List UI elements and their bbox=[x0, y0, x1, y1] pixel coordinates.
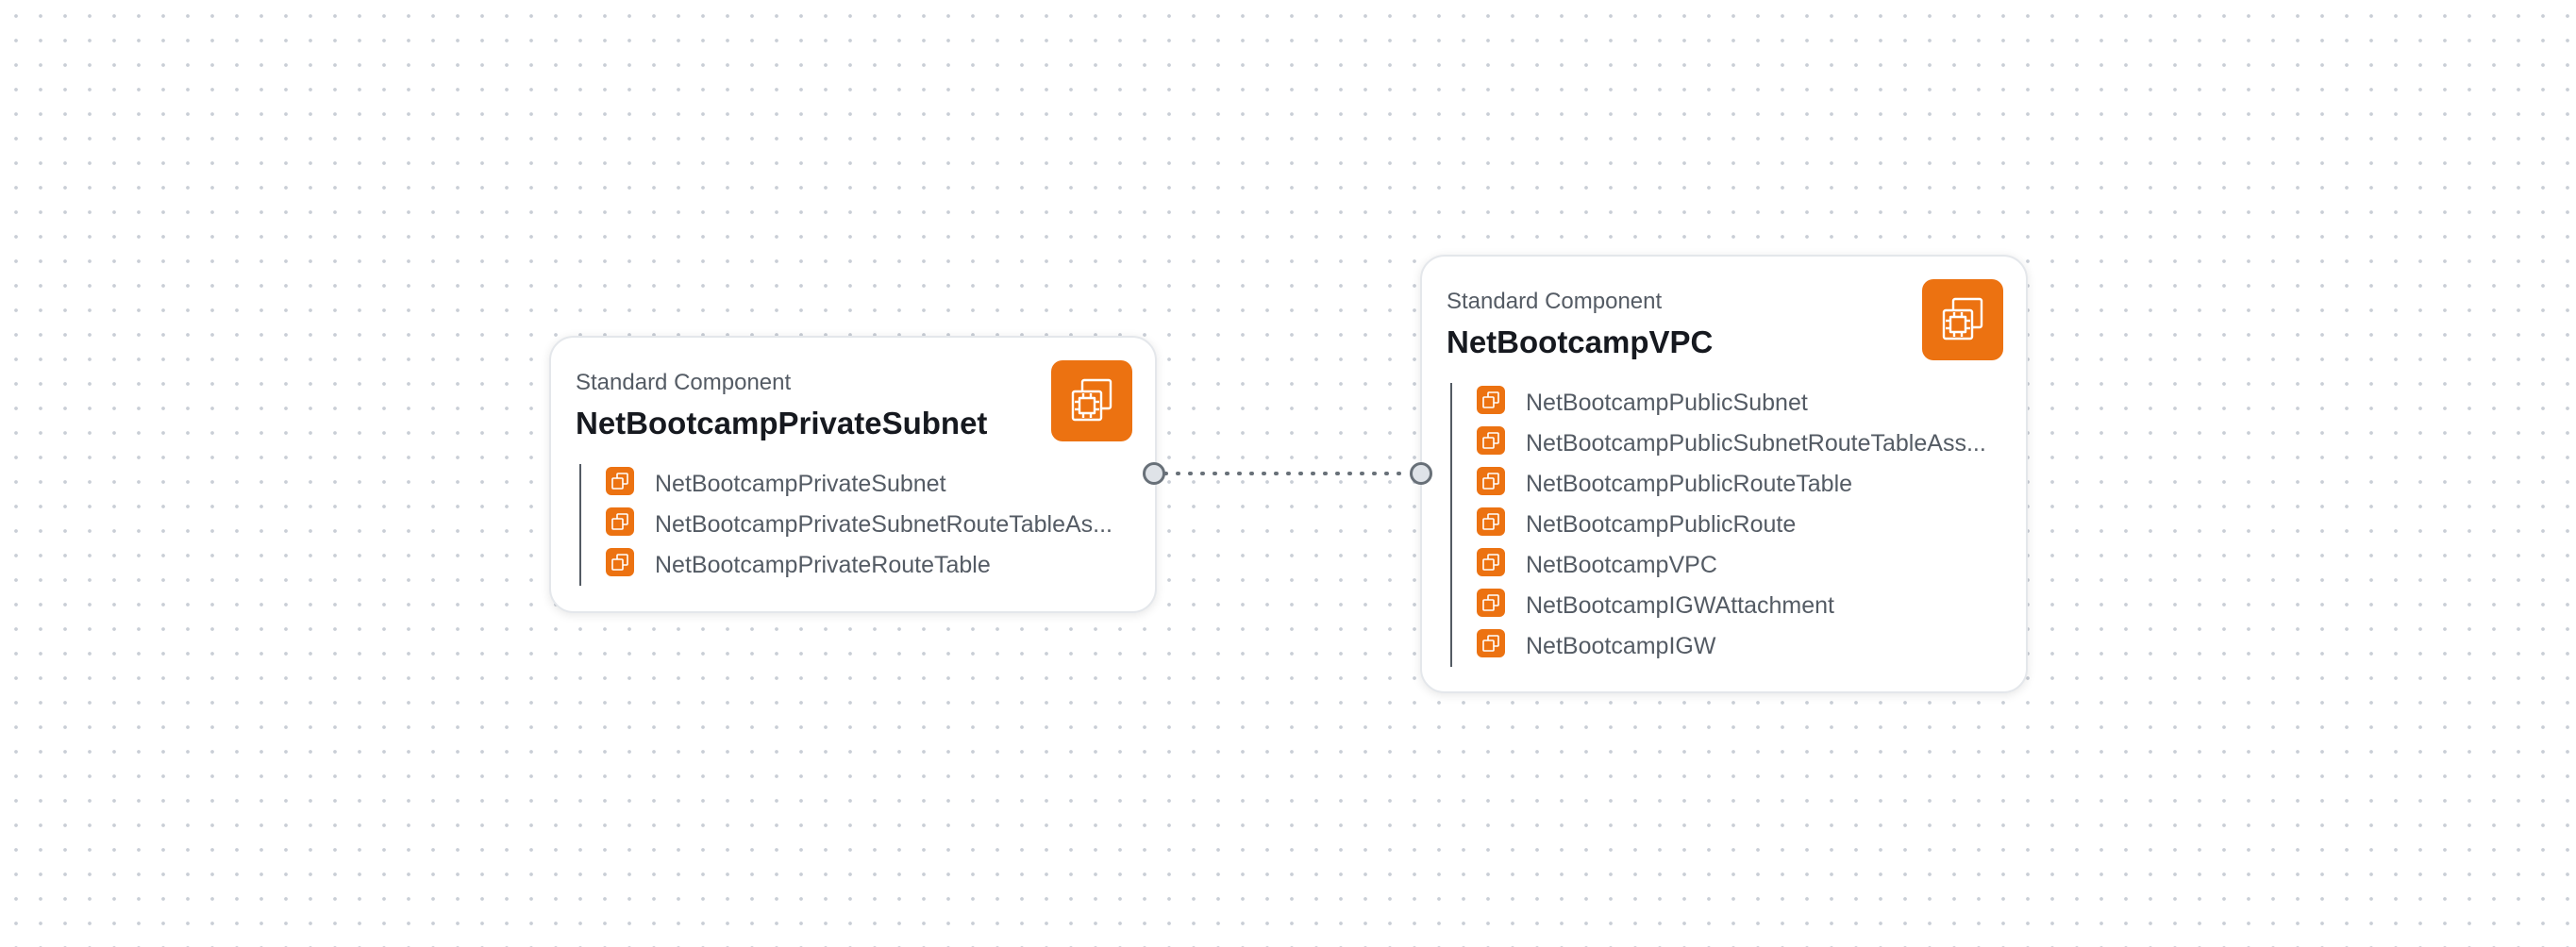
resource-icon bbox=[606, 507, 634, 536]
resource-icon bbox=[1477, 466, 1505, 495]
resource-item[interactable]: NetBootcampPrivateRouteTable bbox=[606, 545, 1130, 586]
component-title: NetBootcampPrivateSubnet bbox=[576, 406, 988, 440]
resource-list: NetBootcampPrivateSubnet NetBootcampPriv… bbox=[579, 464, 1130, 586]
resource-item[interactable]: NetBootcampPublicSubnetRouteTableAss... bbox=[1477, 424, 2001, 464]
resource-label: NetBootcampVPC bbox=[1526, 552, 1717, 578]
resource-icon bbox=[1477, 628, 1505, 657]
resource-icon bbox=[606, 466, 634, 495]
resource-label: NetBootcampPublicRouteTable bbox=[1526, 471, 1853, 497]
resource-label: NetBootcampPublicSubnet bbox=[1526, 390, 1808, 416]
resource-item[interactable]: NetBootcampPublicSubnet bbox=[1477, 383, 2001, 424]
resource-label: NetBootcampPrivateRouteTable bbox=[655, 552, 991, 578]
resource-icon bbox=[1477, 385, 1505, 414]
resource-label: NetBootcampPrivateSubnet bbox=[655, 471, 946, 497]
resource-icon bbox=[1477, 588, 1505, 617]
component-icon bbox=[1922, 279, 2003, 360]
resource-label: NetBootcampPublicSubnetRouteTableAss... bbox=[1526, 430, 1986, 457]
input-connection-handle[interactable] bbox=[1410, 462, 1432, 485]
resource-item[interactable]: NetBootcampPrivateSubnetRouteTableAs... bbox=[606, 505, 1130, 545]
resource-item[interactable]: NetBootcampPublicRouteTable bbox=[1477, 464, 2001, 505]
resource-label: NetBootcampPublicRoute bbox=[1526, 511, 1797, 538]
resource-item[interactable]: NetBootcampVPC bbox=[1477, 545, 2001, 586]
component-icon bbox=[1051, 360, 1132, 441]
resource-item[interactable]: NetBootcampIGW bbox=[1477, 626, 2001, 667]
resource-item[interactable]: NetBootcampPublicRoute bbox=[1477, 505, 2001, 545]
component-type-label: Standard Component bbox=[576, 370, 792, 395]
component-node-private-subnet[interactable]: Standard Component NetBootcampPrivateSub… bbox=[549, 336, 1157, 613]
resource-icon bbox=[606, 547, 634, 576]
resource-label: NetBootcampIGW bbox=[1526, 633, 1716, 659]
resource-icon bbox=[1477, 507, 1505, 536]
output-connection-handle[interactable] bbox=[1143, 462, 1165, 485]
component-type-label: Standard Component bbox=[1447, 289, 1663, 314]
component-title: NetBootcampVPC bbox=[1447, 324, 1714, 359]
component-node-vpc[interactable]: Standard Component NetBootcampVPC NetBoo… bbox=[1420, 255, 2028, 693]
resource-label: NetBootcampPrivateSubnetRouteTableAs... bbox=[655, 511, 1112, 538]
resource-item[interactable]: NetBootcampPrivateSubnet bbox=[606, 464, 1130, 505]
resource-icon bbox=[1477, 547, 1505, 576]
resource-item[interactable]: NetBootcampIGWAttachment bbox=[1477, 586, 2001, 626]
resource-list: NetBootcampPublicSubnet NetBootcampPubli… bbox=[1450, 383, 2001, 667]
resource-label: NetBootcampIGWAttachment bbox=[1526, 592, 1834, 619]
resource-icon bbox=[1477, 425, 1505, 455]
